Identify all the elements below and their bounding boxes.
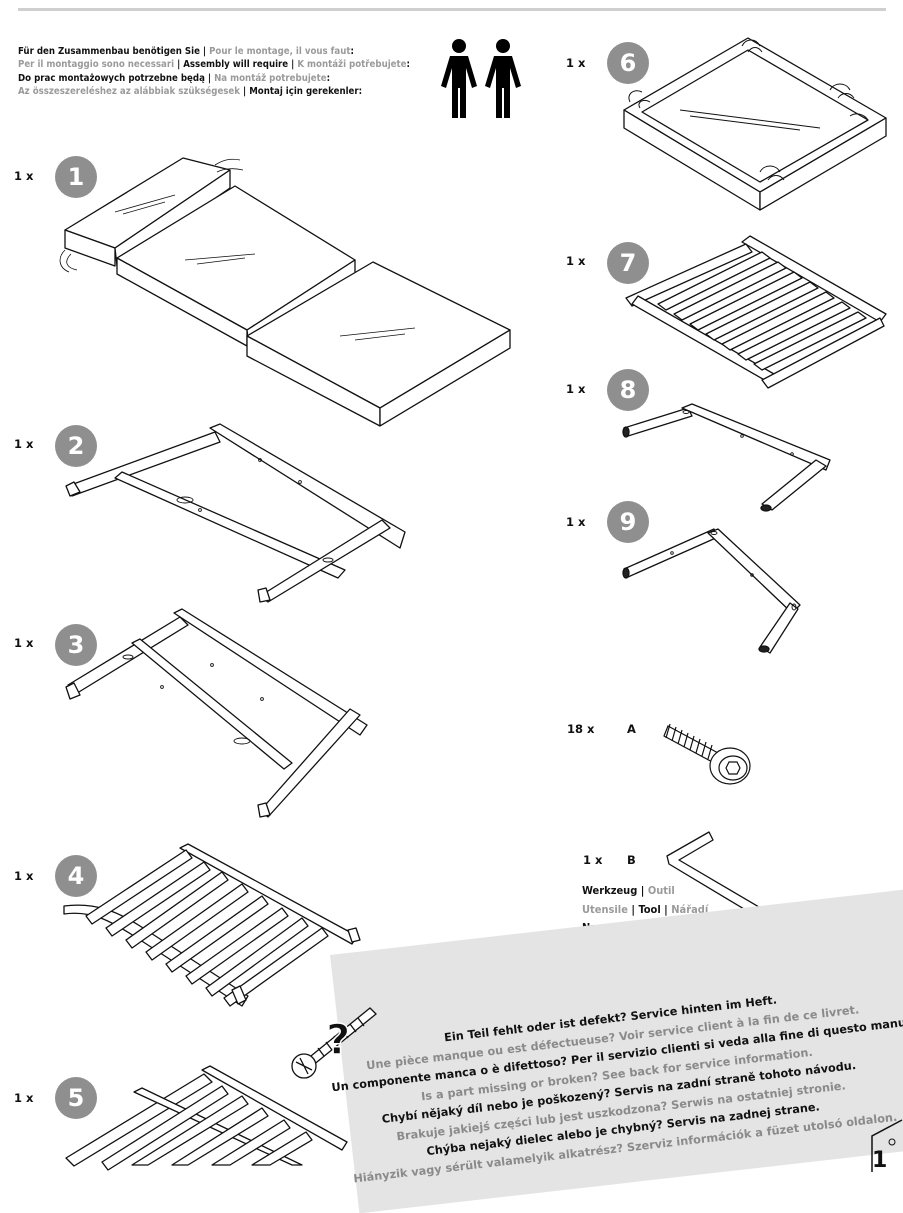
tool-label-segment: Werkzeug — [582, 884, 638, 897]
slatted-back-drawing — [62, 1062, 352, 1165]
requirement-segment: | — [288, 59, 298, 71]
requirement-segment: Assembly will require — [183, 59, 289, 71]
requirement-segment: Pour le montage, il vous faut — [209, 46, 351, 57]
part-4-quantity: 1 x — [14, 869, 34, 883]
requirement-segment: : — [326, 72, 331, 84]
requirement-segment: Do prac montażowych potrzebne będą — [18, 72, 205, 84]
part-5-quantity: 1 x — [14, 1091, 34, 1105]
cushion-drawing — [55, 150, 525, 435]
requirement-segment: | — [204, 72, 215, 84]
hardware-b-letter: B — [627, 853, 636, 867]
requirement-segment: Per il montaggio sono necessari — [18, 59, 175, 71]
part-8-badge: 8 — [607, 369, 649, 411]
svg-text:?: ? — [326, 1015, 350, 1064]
part-6-quantity: 1 x — [566, 56, 586, 70]
frame-part-2-drawing — [60, 420, 410, 605]
missing-screw-question-icon: ? — [291, 1007, 377, 1079]
requirement-segment: Na montáž potrebujete — [214, 72, 327, 84]
requirement-line: Für den Zusammenbau benötigen Sie | Pour… — [18, 45, 410, 58]
part-8-quantity: 1 x — [566, 382, 586, 396]
hardware-b-quantity: 1 x — [583, 853, 603, 867]
tool-label-segment: Utensile — [582, 902, 628, 916]
part-2-badge: 2 — [55, 425, 97, 467]
page-number: 1 — [872, 1148, 888, 1173]
part-1-badge: 1 — [55, 156, 97, 198]
tool-label-line: Werkzeug | Outil — [582, 882, 708, 901]
part-7-quantity: 1 x — [566, 254, 586, 268]
part-6-badge: 6 — [607, 42, 649, 84]
tool-label-line: Utensile | Tool | Nářadí — [582, 901, 708, 920]
page-number-tab — [871, 1119, 903, 1172]
screw-a-icon — [660, 712, 760, 792]
requirement-segment: Montaj için gerekenler: — [249, 85, 363, 97]
seat-box-drawing — [620, 32, 890, 212]
part-9-quantity: 1 x — [566, 515, 586, 529]
part-1-quantity: 1 x — [14, 169, 34, 183]
tool-label-segment: | — [637, 884, 648, 897]
part-2-quantity: 1 x — [14, 437, 34, 451]
requirement-segment: : — [406, 59, 410, 71]
requirement-line: Az összeszereléshez az alábbiak szüksége… — [18, 85, 410, 98]
frame-part-3-drawing — [62, 605, 382, 820]
armrest-part-8-drawing — [622, 400, 834, 512]
top-rule — [18, 8, 886, 11]
part-3-badge: 3 — [55, 624, 97, 666]
requirement-line: Per il montaggio sono necessari | Assemb… — [18, 58, 410, 71]
assembly-requirements: Für den Zusammenbau benötigen Sie | Pour… — [18, 45, 410, 98]
tool-label-segment: | — [627, 902, 639, 916]
tool-label-segment: Tool — [638, 902, 661, 916]
requirement-line: Do prac montażowych potrzebne będą | Na … — [18, 72, 410, 85]
part-4-badge: 4 — [55, 855, 97, 897]
two-persons-icon — [441, 39, 521, 118]
slatted-panel-drawing — [622, 232, 890, 392]
part-3-quantity: 1 x — [14, 636, 34, 650]
part-9-badge: 9 — [607, 501, 649, 543]
requirement-segment: : — [350, 46, 354, 57]
armrest-part-9-drawing — [622, 525, 802, 655]
requirement-segment: | — [240, 85, 250, 97]
requirement-segment: Az összeszereléshez az alábbiak szüksége… — [18, 85, 241, 97]
hardware-a-quantity: 18 x — [567, 722, 595, 736]
tool-label-segment: | — [660, 902, 672, 916]
requirement-segment: K montáži potřebujete — [297, 59, 407, 71]
requirement-segment: Für den Zusammenbau benötigen Sie — [18, 46, 200, 57]
part-7-badge: 7 — [607, 242, 649, 284]
tool-label-segment: Outil — [647, 884, 675, 897]
requirement-segment: | — [174, 59, 184, 71]
requirement-segment: | — [199, 46, 210, 57]
hardware-a-letter: A — [627, 722, 636, 736]
part-5-badge: 5 — [55, 1077, 97, 1119]
slatted-seat-drawing — [62, 840, 362, 1010]
